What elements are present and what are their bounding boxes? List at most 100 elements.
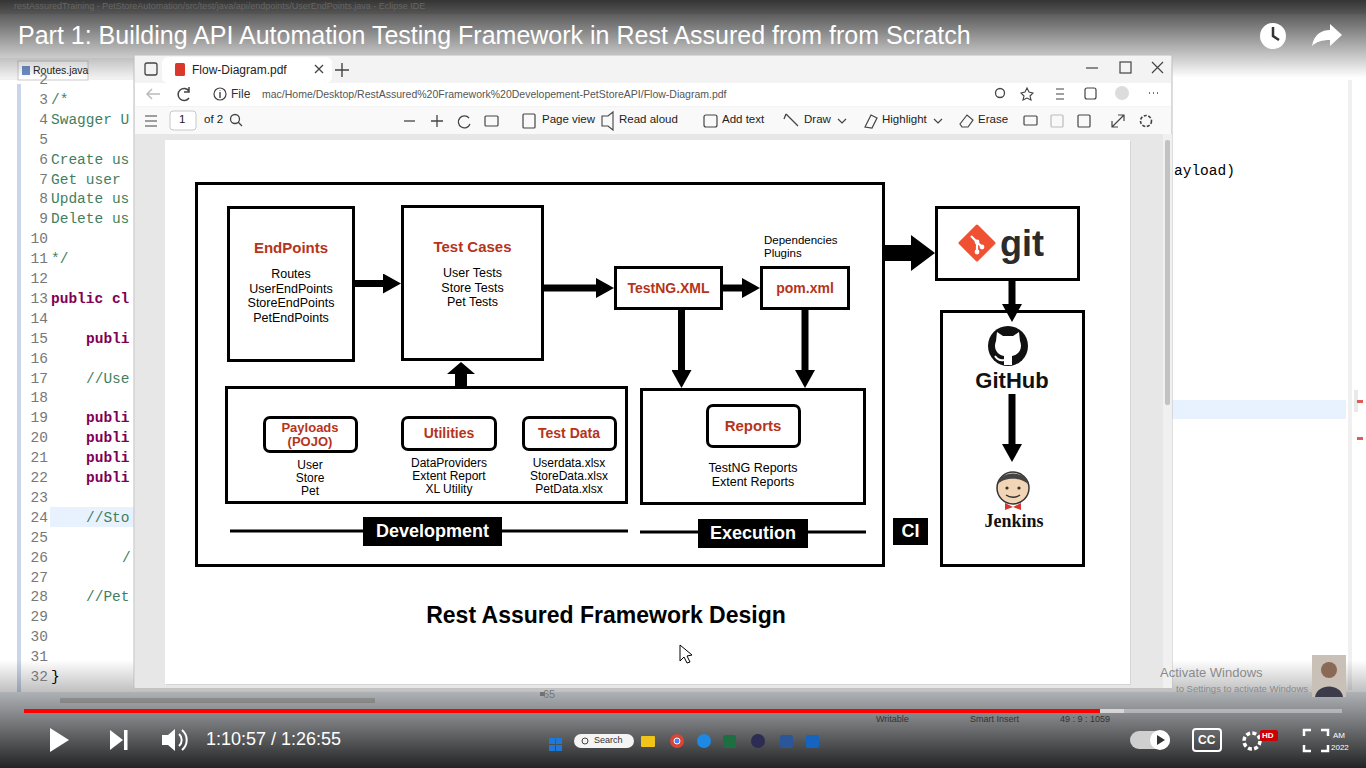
tool-name: GitHub — [957, 369, 1067, 393]
config-file-box: pom.xml — [760, 266, 850, 310]
component-tag: Test DataUserdata.xlsx StoreData.xlsx Pe… — [519, 416, 619, 496]
start-icon — [549, 738, 555, 744]
config-file-box: TestNG.XML — [614, 266, 723, 310]
test-cases-box: Test CasesUser Tests Store Tests Pet Tes… — [401, 205, 544, 361]
collections-icon — [1085, 88, 1096, 99]
line-number: 23 — [16, 489, 48, 507]
line-number: 9 — [16, 210, 48, 228]
pdf-toolbar — [135, 107, 1171, 134]
ruler-mark — [1357, 437, 1363, 440]
code-text: publi — [86, 330, 130, 348]
address-scheme: File — [231, 87, 250, 101]
box-heading: Test Cases — [404, 238, 541, 256]
code-text: publi — [86, 429, 130, 447]
jenkins-node: Jenkins — [957, 462, 1071, 536]
draw-icon — [784, 114, 798, 126]
jenkins-eye — [1005, 486, 1008, 489]
cc-label: CC — [1198, 733, 1215, 747]
jenkins-face — [997, 472, 1029, 504]
watermark: to Settings to activate Windows — [1176, 683, 1308, 694]
next-bar — [124, 730, 128, 750]
git-box: git — [935, 206, 1080, 281]
clock-text: AM — [1333, 731, 1345, 741]
share-icon — [1312, 24, 1342, 46]
minimize-icon — [1086, 67, 1098, 68]
component-tag: Payloads (POJO)User Store Pet — [255, 416, 365, 498]
code-text: Get user — [51, 171, 121, 189]
window-title: restAssuredTraining - PetStoreAutomation… — [14, 1, 425, 12]
chrome-icon — [670, 734, 684, 748]
code-text: ayload) — [1174, 162, 1235, 180]
commit-arrow — [885, 235, 935, 271]
maximize-icon — [1120, 62, 1131, 73]
code-text: publi — [86, 449, 130, 467]
current-line — [50, 507, 134, 527]
code-text: / — [122, 549, 131, 567]
read-aloud-icon — [602, 112, 613, 130]
progress-buffer — [24, 709, 1124, 713]
pdf-scrollbar — [1163, 134, 1172, 688]
explorer-icon — [641, 736, 655, 747]
flow-arrow — [678, 310, 685, 378]
settings-icon — [1141, 116, 1152, 127]
annotation: Dependencies Plugins — [764, 234, 846, 260]
line-number: 32 — [16, 668, 48, 686]
code-text: //Sto — [86, 509, 130, 527]
chrome-center — [674, 738, 680, 744]
line-number: 4 — [16, 111, 48, 129]
box-body: User Tests Store Tests Pet Tests — [437, 266, 509, 310]
line-number: 19 — [16, 409, 48, 427]
flow-arrow — [1009, 394, 1016, 452]
phase-band: Execution — [698, 519, 808, 548]
tab-title: Flow-Diagram.pdf — [192, 63, 287, 77]
line-number: 16 — [16, 350, 48, 368]
status-text: Smart Insert — [970, 714, 1019, 725]
zoom-out-icon — [404, 120, 415, 121]
erase-icon — [960, 115, 973, 127]
ruler-mark — [1357, 400, 1363, 403]
git-dot — [975, 250, 980, 255]
code-text: */ — [51, 250, 68, 268]
tool-name: Jenkins — [957, 512, 1071, 532]
app-icon — [806, 735, 819, 748]
code-text: Create us — [51, 151, 129, 169]
excel-icon — [723, 735, 736, 748]
line-number: 11 — [16, 250, 48, 268]
start-icon — [556, 745, 562, 751]
diagram-caption: Rest Assured Framework Design — [356, 602, 856, 630]
code-text: publi — [86, 469, 130, 487]
line-number: 5 — [16, 131, 48, 149]
viewer-window — [134, 55, 1172, 688]
line-number: 2 — [16, 71, 48, 89]
line-number: 24 — [16, 509, 48, 527]
jenkins-mouth — [1006, 495, 1020, 497]
toolbar-label: Page view — [542, 113, 595, 127]
editor-scrollbar — [1348, 80, 1352, 690]
line-number: 14 — [16, 310, 48, 328]
flow-arrow — [1009, 281, 1016, 312]
clock-text: 2022 — [1331, 743, 1349, 753]
jenkins-tie — [1005, 503, 1021, 510]
framework-frame — [197, 184, 884, 566]
volume-waves — [179, 730, 187, 750]
line-number: 15 — [16, 330, 48, 348]
box-body: Routes UserEndPoints StoreEndPoints PetE… — [245, 267, 337, 325]
flow-arrow — [355, 280, 391, 287]
play-icon — [50, 728, 69, 752]
watermark: Activate Windows — [1160, 665, 1263, 681]
fit-icon — [485, 116, 498, 126]
presenter-thumbnail — [1312, 655, 1346, 697]
code-text: Swagger U — [51, 111, 129, 129]
octocat — [995, 332, 1021, 365]
tag-heading: Reports — [706, 404, 801, 448]
scroll-thumb — [1165, 140, 1170, 405]
progress-played — [24, 709, 1100, 713]
watch-later-icon — [1260, 23, 1286, 49]
line-number: 10 — [16, 230, 48, 248]
line-number: 3 — [16, 91, 48, 109]
address-bar — [135, 83, 1171, 106]
tag-heading: Payloads (POJO) — [263, 416, 358, 453]
line-number: 12 — [16, 270, 48, 288]
line-number: 27 — [16, 569, 48, 587]
favorite-icon — [1021, 88, 1033, 100]
